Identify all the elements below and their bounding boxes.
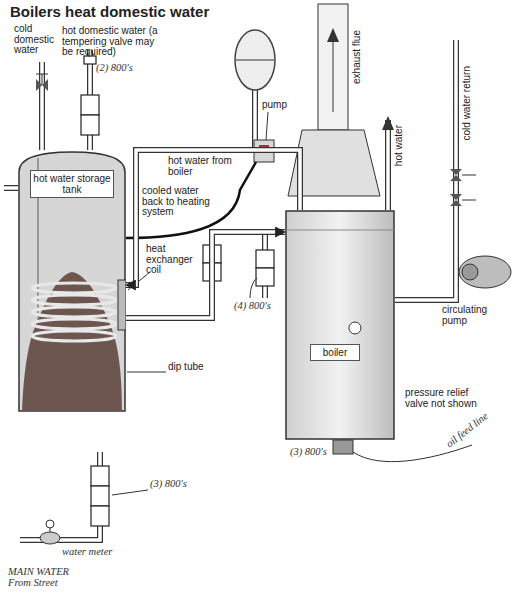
part-label: pressure relief valve not shown — [405, 388, 485, 409]
leader-line — [127, 372, 166, 373]
handwritten-note: (4) 800's — [234, 300, 294, 311]
handwritten-note: (3) 800's — [150, 478, 210, 489]
storage-tank — [22, 272, 122, 411]
pump-symbol — [254, 140, 274, 162]
part-label: heat exchanger coil — [146, 244, 206, 276]
leader-line — [266, 112, 268, 140]
pipe — [386, 120, 390, 210]
pipe — [4, 40, 456, 540]
storage-tank — [32, 319, 116, 329]
circulating-pump-symbol — [462, 264, 478, 280]
pipe-outline — [126, 150, 300, 285]
boiler-unit — [286, 211, 394, 439]
node-label: boiler — [310, 344, 360, 361]
exhaust-flue — [327, 28, 339, 42]
circulating-pump-symbol — [459, 256, 511, 288]
valve-symbol — [462, 175, 476, 176]
pipe — [395, 40, 456, 300]
pump-symbol — [259, 145, 269, 153]
part-label: cold domestic water — [14, 24, 60, 56]
part-label: hot domestic water (a tempering valve ma… — [62, 26, 162, 58]
pipe — [20, 452, 100, 540]
expansion-tank — [236, 60, 274, 61]
fitting-box — [84, 56, 96, 64]
pipe-connector — [126, 232, 285, 318]
fitting-box — [91, 486, 109, 506]
fitting-box — [256, 250, 274, 268]
part-label: dip tube — [168, 362, 208, 373]
diagram-title: Boilers heat domestic water — [10, 3, 209, 20]
part-label: circulating pump — [442, 305, 507, 326]
pipe-arrow — [126, 232, 285, 318]
exhaust-flue — [318, 4, 348, 130]
pipe — [385, 120, 391, 210]
storage-tank — [32, 283, 116, 341]
fitting-box — [91, 506, 109, 526]
fitting-box — [81, 95, 99, 115]
pipe — [4, 186, 18, 190]
handwritten-note: water meter — [62, 546, 132, 557]
fitting-box — [91, 466, 109, 486]
pipe-arrow — [126, 150, 300, 285]
handwritten-note: (2) 800's — [96, 62, 156, 73]
burner — [353, 445, 472, 462]
storage-tank — [118, 280, 126, 330]
leader-line — [250, 278, 257, 298]
valve-symbol — [36, 74, 48, 85]
boiler-unit — [286, 230, 394, 231]
water-meter — [46, 520, 54, 528]
pipe-connector — [126, 150, 300, 285]
fitting-box — [203, 263, 221, 281]
part-label: pump — [262, 100, 302, 111]
boiler-unit — [349, 322, 361, 334]
valve-symbol — [462, 200, 476, 201]
part-label: hot water — [394, 125, 405, 166]
burner — [333, 440, 353, 454]
water-meter — [40, 532, 60, 544]
pipe — [395, 40, 456, 300]
storage-tank — [32, 283, 116, 293]
fitting-box — [81, 115, 99, 135]
pipe-inner — [126, 232, 285, 318]
boiler-unit: boiler — [285, 210, 395, 440]
part-label: exhaust flue — [352, 30, 363, 84]
handwritten-note: MAIN WATER From Street — [8, 566, 88, 588]
pipe — [20, 452, 100, 540]
circulating-pump-symbol — [459, 256, 511, 288]
storage-tank: hot water storage tank — [18, 150, 126, 412]
part-label: hot water from boiler — [168, 156, 238, 177]
fitting-box — [256, 268, 274, 286]
pipe-outline — [126, 232, 285, 318]
storage-tank — [19, 152, 125, 411]
valve-symbol — [450, 194, 462, 206]
fitting-box — [203, 245, 221, 263]
exhaust-flue — [333, 40, 334, 112]
boiler-unit — [285, 210, 395, 440]
expansion-tank — [235, 30, 275, 90]
leader-line — [112, 490, 148, 495]
node-label: hot water storage tank — [30, 170, 114, 198]
expansion-tank — [235, 30, 275, 90]
pump-symbol — [254, 140, 274, 162]
water-meter — [40, 520, 60, 544]
part-label: cooled water back to heating system — [142, 186, 212, 218]
handwritten-note: (3) 800's — [290, 446, 340, 457]
valve-symbol — [450, 169, 462, 181]
pipe-inner — [126, 150, 300, 285]
storage-tank — [32, 331, 116, 341]
exhaust-flue — [288, 130, 380, 196]
storage-tank — [32, 295, 116, 305]
storage-tank — [32, 307, 116, 317]
exhaust-flue — [382, 116, 394, 130]
water-meter — [50, 528, 51, 532]
exhaust-flue — [288, 4, 394, 196]
part-label: cold water return — [462, 66, 473, 140]
pipe — [4, 185, 18, 191]
